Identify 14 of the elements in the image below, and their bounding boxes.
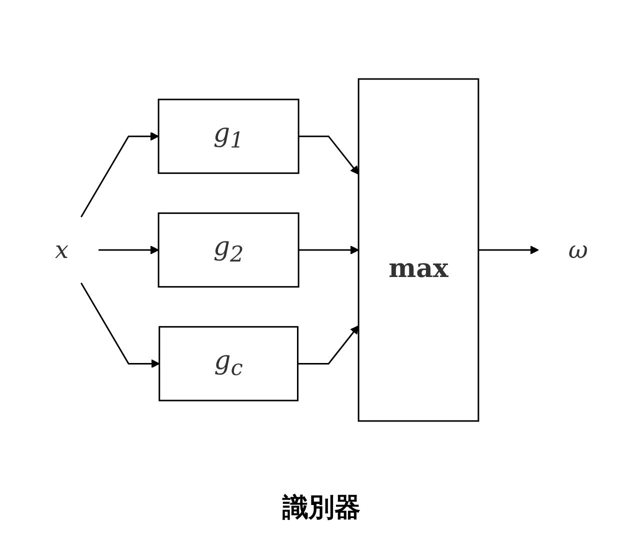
arrow <box>80 282 160 368</box>
node-box: max <box>358 78 480 422</box>
arrow <box>80 131 159 217</box>
arrow <box>298 245 359 254</box>
arrow <box>98 245 159 254</box>
arrow <box>298 324 359 364</box>
caption: 識別器 <box>282 492 360 524</box>
node-text: x <box>55 236 69 264</box>
node-box: g$_{c}$ <box>158 326 298 401</box>
arrow <box>298 135 359 174</box>
node-text: ω <box>568 236 588 264</box>
node-box: g$_{2}$ <box>158 212 300 288</box>
arrow <box>478 245 539 254</box>
node-box: g$_{1}$ <box>158 98 300 174</box>
